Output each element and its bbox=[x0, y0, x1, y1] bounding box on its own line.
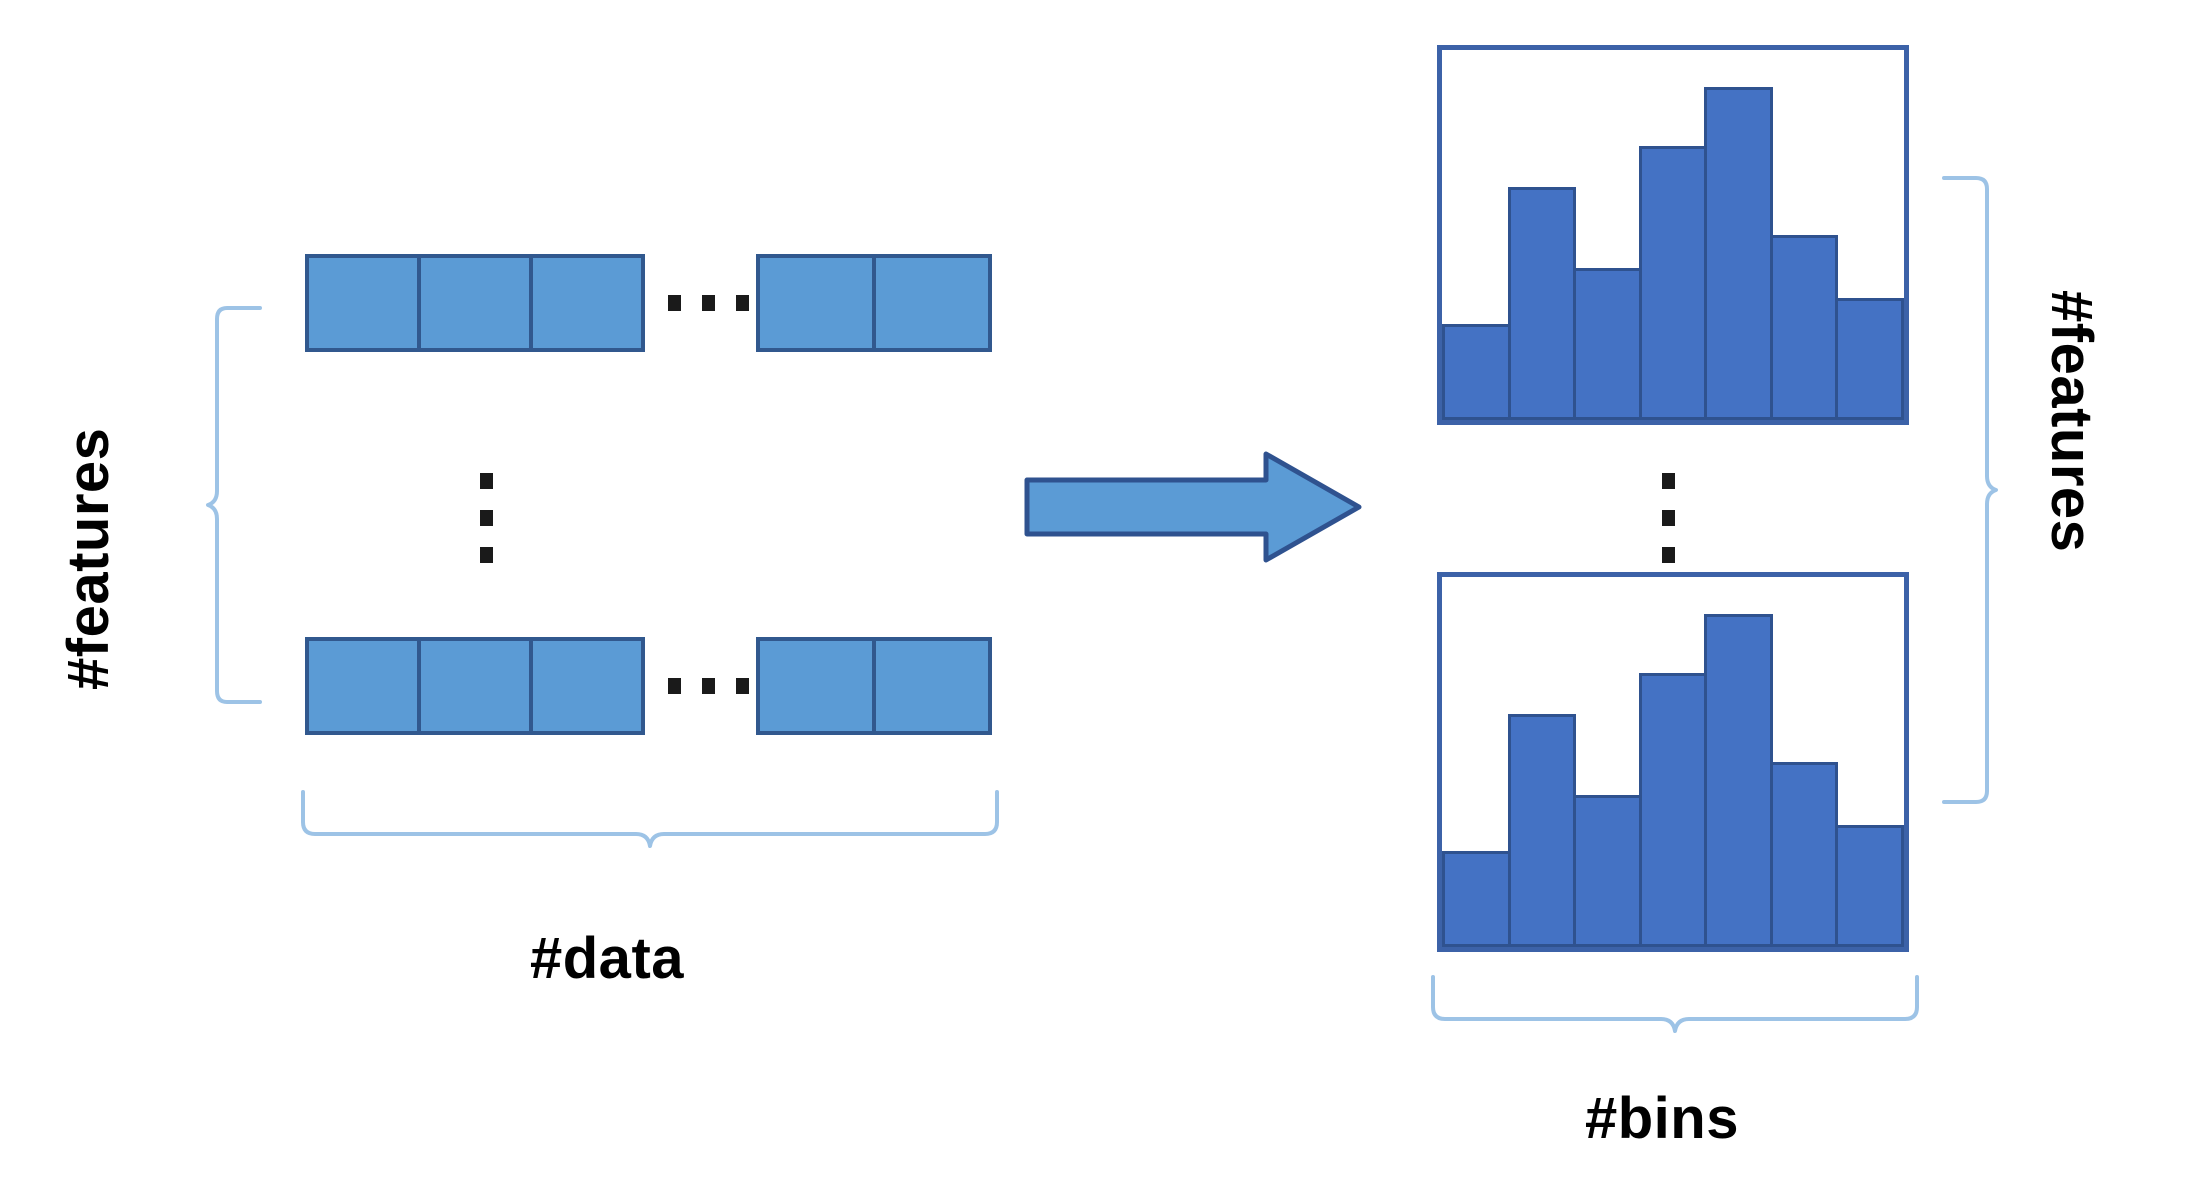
histogram-bar bbox=[1769, 762, 1839, 947]
matrix-row-bottom bbox=[305, 637, 645, 735]
matrix-cell bbox=[417, 637, 533, 735]
matrix-row-bottom-ellipsis bbox=[668, 678, 749, 694]
histogram-bar bbox=[1442, 323, 1511, 420]
ellipsis-dot bbox=[668, 678, 681, 694]
ellipsis-dot bbox=[702, 295, 715, 311]
histogram-bar bbox=[1507, 713, 1577, 947]
data-brace bbox=[301, 790, 999, 848]
matrix-cell bbox=[305, 254, 421, 352]
left-features-label: #features bbox=[56, 427, 121, 690]
ellipsis-dot bbox=[1662, 473, 1675, 489]
matrix-row-top-tail bbox=[756, 254, 992, 352]
matrix-cell bbox=[872, 637, 992, 735]
matrix-cell bbox=[529, 637, 645, 735]
histogram-bar bbox=[1835, 297, 1905, 420]
right-features-brace bbox=[1942, 176, 1998, 804]
histogram-bar bbox=[1769, 235, 1839, 420]
histogram-bar bbox=[1704, 87, 1773, 420]
histogram-bar bbox=[1573, 795, 1642, 947]
ellipsis-dot bbox=[668, 295, 681, 311]
ellipsis-dot bbox=[1662, 510, 1675, 526]
matrix-row-bottom-tail bbox=[756, 637, 992, 735]
histogram-row-ellipsis bbox=[1662, 473, 1675, 563]
matrix-cell bbox=[305, 637, 421, 735]
ellipsis-dot bbox=[480, 547, 493, 563]
ellipsis-dot bbox=[736, 295, 749, 311]
histogram-bar bbox=[1638, 673, 1708, 947]
histogram-bar bbox=[1442, 850, 1511, 947]
right-features-label: #features bbox=[2039, 290, 2104, 553]
binning-arrow bbox=[1024, 451, 1362, 563]
histogram-bar bbox=[1704, 614, 1773, 947]
ellipsis-dot bbox=[702, 678, 715, 694]
ellipsis-dot bbox=[736, 678, 749, 694]
matrix-cell bbox=[872, 254, 992, 352]
bins-label: #bins bbox=[1585, 1086, 1739, 1151]
matrix-cell bbox=[529, 254, 645, 352]
ellipsis-dot bbox=[480, 473, 493, 489]
matrix-cell bbox=[756, 637, 876, 735]
histogram-bar bbox=[1507, 186, 1577, 420]
histogram-bar bbox=[1835, 824, 1905, 947]
histogram-bar bbox=[1638, 146, 1708, 420]
data-label: #data bbox=[530, 926, 685, 991]
ellipsis-dot bbox=[480, 510, 493, 526]
matrix-row-top-ellipsis bbox=[668, 295, 749, 311]
matrix-row-top bbox=[305, 254, 645, 352]
matrix-cell bbox=[417, 254, 533, 352]
histogram-top bbox=[1437, 45, 1909, 425]
histogram-bottom bbox=[1437, 572, 1909, 952]
left-features-brace bbox=[206, 306, 262, 704]
bins-brace bbox=[1431, 975, 1919, 1033]
matrix-cell bbox=[756, 254, 876, 352]
matrix-row-ellipsis bbox=[480, 473, 493, 563]
histogram-bar bbox=[1573, 268, 1642, 420]
ellipsis-dot bbox=[1662, 547, 1675, 563]
